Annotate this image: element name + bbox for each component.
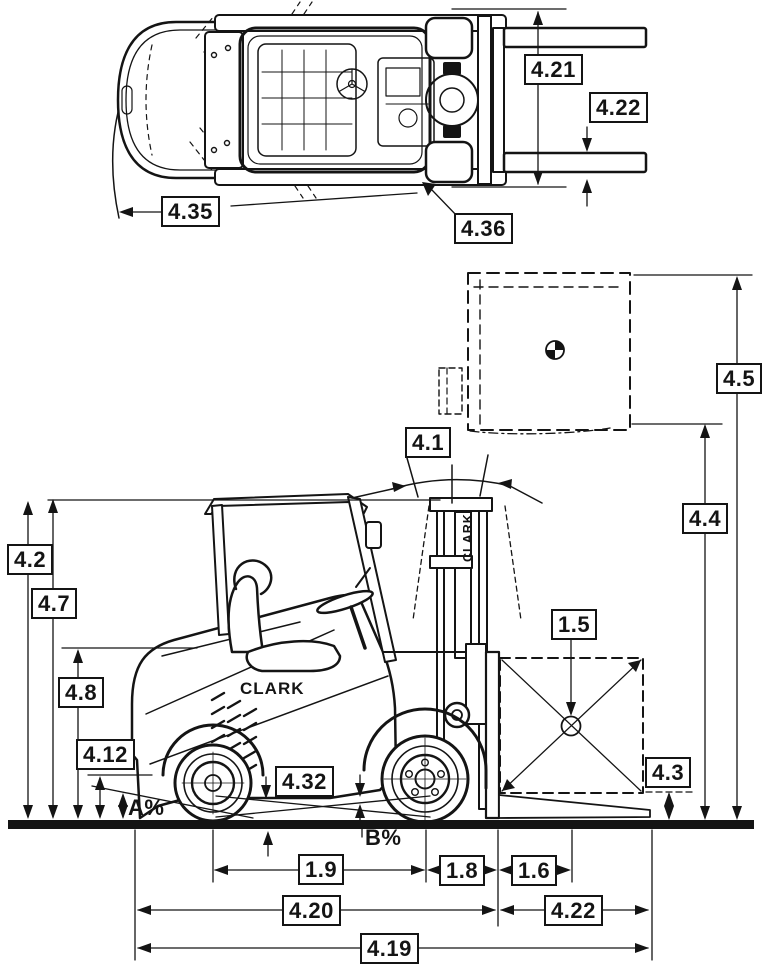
dim-mast-lowered: 4.2 xyxy=(7,544,54,575)
side-view-dimensions xyxy=(23,274,753,857)
dim-lift-height: 4.4 xyxy=(682,503,729,534)
label-grade-rear: A% xyxy=(128,795,165,820)
clark-logo-mast: CLARK xyxy=(461,513,475,562)
rear-fender xyxy=(161,723,265,777)
side-view-drawing: CLARK CLARK xyxy=(130,272,651,824)
mast: CLARK xyxy=(382,497,522,810)
dim-guard-height: 4.7 xyxy=(31,588,78,619)
front-wheel xyxy=(380,734,470,824)
tilt-arc xyxy=(351,454,543,504)
raised-load-dashed xyxy=(438,272,631,435)
dim-wheelbase: 1.9 xyxy=(298,854,345,885)
dim-extended-height: 4.5 xyxy=(716,363,763,394)
dim-fork-width: 4.22 xyxy=(589,92,648,123)
fork-blade xyxy=(498,794,651,819)
top-view-dimensions xyxy=(119,8,592,218)
top-view-drawing xyxy=(112,1,648,219)
dim-axle-to-fork: 1.8 xyxy=(439,855,486,886)
dim-overall-length: 4.19 xyxy=(360,933,419,964)
clark-logo-body: CLARK xyxy=(240,679,305,698)
vent-slats xyxy=(210,691,258,774)
dim-rear-swing: 4.36 xyxy=(454,213,513,244)
rear-wheel xyxy=(173,743,253,823)
dim-load-center: 1.5 xyxy=(551,609,598,640)
dim-ground-clearance: 4.32 xyxy=(275,766,334,797)
dim-seat-height: 4.8 xyxy=(58,677,105,708)
dim-fork-length: 4.22 xyxy=(544,895,603,926)
dim-turning-radius: 4.35 xyxy=(161,196,220,227)
dim-overall-width: 4.21 xyxy=(524,54,583,85)
dim-fork-lowered: 4.3 xyxy=(645,757,692,788)
dim-length-to-fork: 4.20 xyxy=(282,895,341,926)
dim-coupling-height: 4.12 xyxy=(76,739,135,770)
label-grade-front: B% xyxy=(365,825,402,850)
fork-shank xyxy=(484,650,501,820)
front-fender xyxy=(362,707,488,790)
dim-load-distance: 1.6 xyxy=(511,855,558,886)
dim-mast-tilt: 4.1 xyxy=(405,427,452,458)
ground-line xyxy=(8,820,754,829)
